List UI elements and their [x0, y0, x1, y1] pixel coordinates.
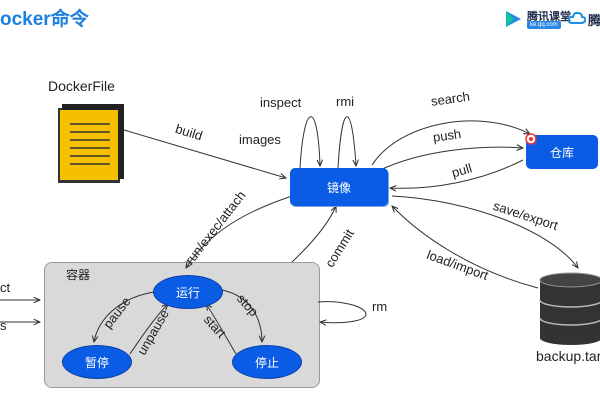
run-exec-attach-arrow	[186, 195, 293, 268]
left-cut-label-2: s	[0, 318, 7, 333]
container-group-label: 容器	[66, 268, 91, 282]
database-icon	[539, 272, 600, 345]
tencent-class-title: 腾讯课堂	[527, 11, 571, 23]
tencent-class-subtitle: ke.qq.com	[527, 21, 561, 29]
search-arrow	[371, 120, 530, 166]
unpause-arrow	[129, 304, 168, 355]
play-icon	[506, 11, 521, 27]
left-cut-label-1: ct	[0, 280, 11, 295]
save-export-arrow	[391, 195, 578, 268]
build-arrow	[123, 129, 286, 178]
rmi-label: rmi	[336, 94, 355, 109]
dockerfile-icon	[58, 104, 124, 183]
pull-arrow	[390, 159, 524, 188]
load-import-arrow	[392, 206, 539, 289]
backup-label: backup.tar	[536, 348, 600, 364]
rm-label: rm	[372, 299, 388, 314]
start-arrow	[206, 304, 237, 355]
stop-arrow	[221, 289, 262, 342]
images-label: images	[239, 132, 281, 147]
dockerfile-label: DockerFile	[48, 78, 115, 94]
rm-arrow	[317, 301, 367, 323]
paused-node[interactable]: 暂停	[62, 345, 132, 379]
pause-arrow	[94, 291, 155, 342]
push-arrow	[375, 147, 523, 173]
inspect-loop-arrow	[299, 116, 320, 169]
page-title: ocker命令	[0, 9, 89, 30]
tencent-cloud-text: 腾	[588, 13, 600, 28]
image-node[interactable]: 镜像	[290, 168, 388, 206]
commit-arrow	[291, 206, 336, 263]
stopped-node[interactable]: 停止	[232, 345, 302, 379]
rmi-loop-arrow	[337, 116, 356, 169]
cloud-icon	[568, 11, 586, 24]
registry-node[interactable]: 仓库	[549, 145, 574, 160]
running-node[interactable]: 运行	[153, 275, 223, 309]
inspect-label: inspect	[260, 95, 302, 110]
